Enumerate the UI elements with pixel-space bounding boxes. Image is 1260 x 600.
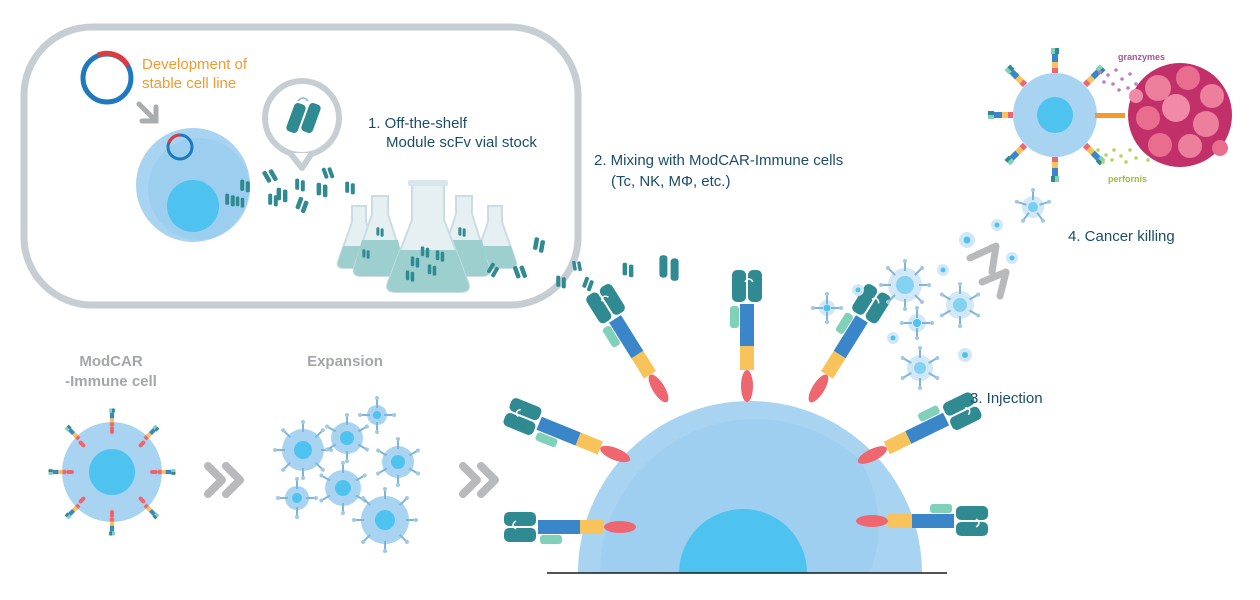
step2-label-line2: (Tc, NK, MΦ, etc.): [611, 173, 731, 190]
chevron-arrow-2-icon: [459, 462, 499, 498]
chevron-arrow-1-icon: [204, 462, 244, 498]
step3-label: 3. Injection: [970, 390, 1043, 407]
arrow-down-right-icon: [136, 101, 159, 124]
production-box: [20, 23, 582, 309]
effector-cell: [988, 48, 1125, 182]
tumor-cell: [1128, 63, 1232, 167]
step1-label-line1: 1. Off-the-shelf: [368, 115, 467, 132]
magnifier-bubble: [262, 78, 342, 171]
producer-cell: [136, 128, 250, 242]
expanded-cells: [272, 395, 422, 554]
modcar-cell-label: ModCAR -Immune cell: [65, 353, 157, 390]
step2-label-line1: 2. Mixing with ModCAR-Immune cells: [594, 152, 844, 169]
granzymes-label: granzymes: [1118, 52, 1166, 62]
plasmid-icon: [80, 50, 134, 105]
modcar-immune-cell: [48, 408, 176, 536]
expansion-label: Expansion: [307, 353, 383, 370]
flask-group: [336, 180, 518, 293]
step4-label: 4. Cancer killing: [1068, 228, 1175, 245]
modcar-immune-cell-large: [547, 401, 947, 574]
perforin-dots: [1096, 146, 1150, 164]
step1-label-line2: Module scFv vial stock: [386, 134, 537, 151]
development-label: Development of stable cell line: [142, 56, 248, 92]
injected-cells: [810, 187, 1053, 391]
injection-arrow-icon: [966, 242, 1010, 300]
perforin-label: perfornis: [1108, 174, 1148, 184]
